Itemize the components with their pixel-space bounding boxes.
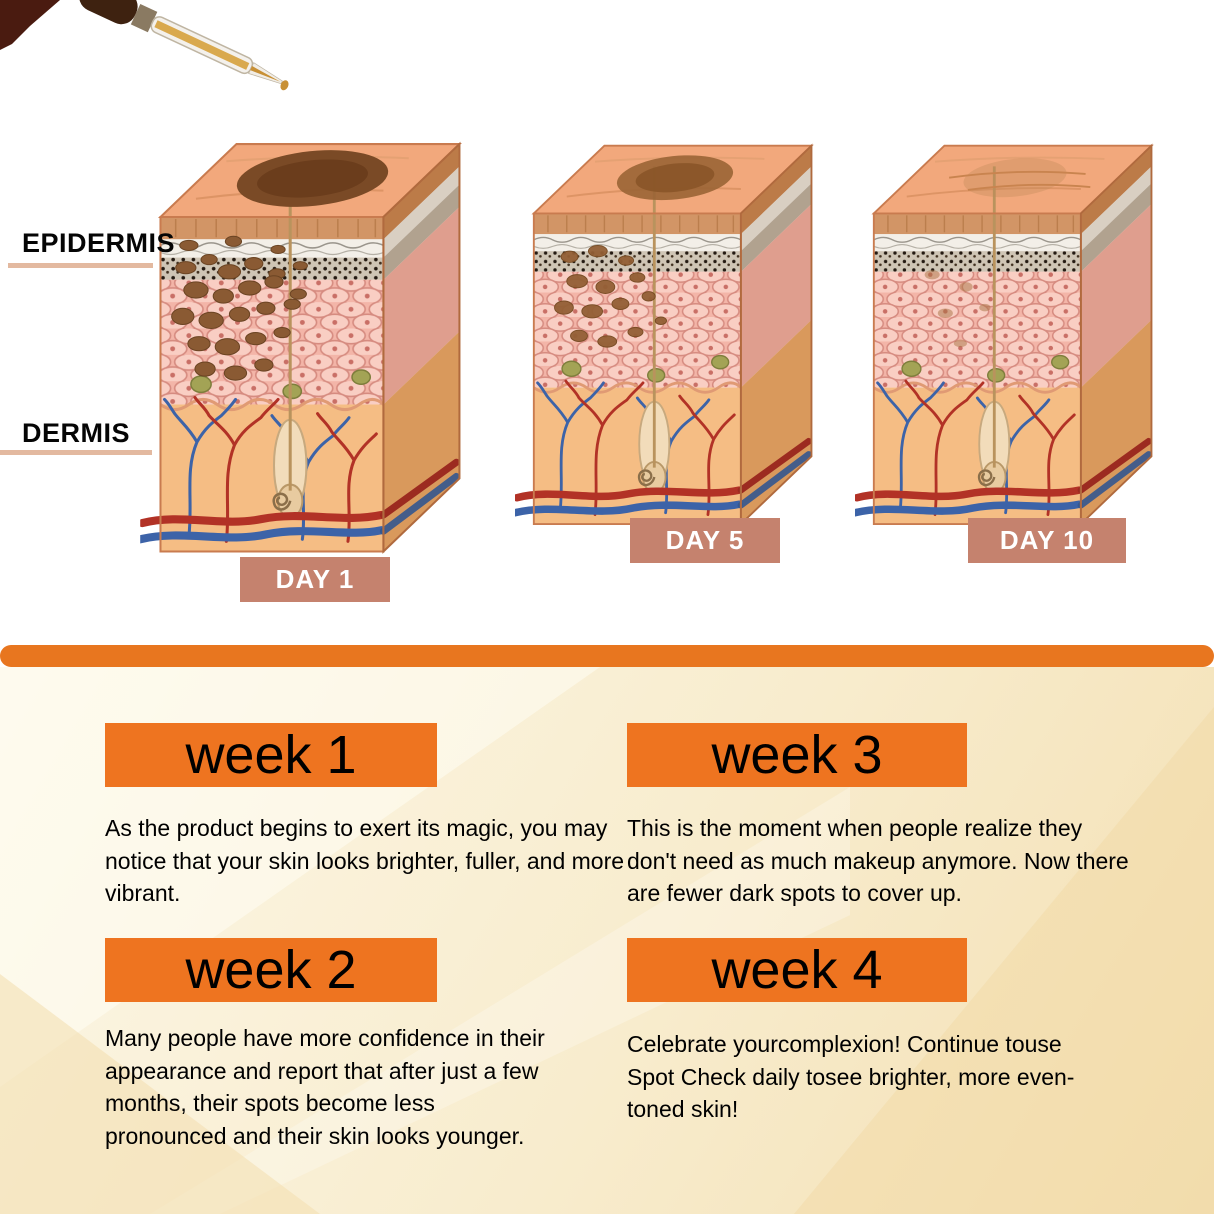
melanin-clusters-light <box>924 269 991 348</box>
melanin-clusters-moderate <box>554 245 667 348</box>
epidermis-pointer-line <box>8 263 153 268</box>
week-2-label: week 2 <box>185 940 357 1000</box>
day-10-badge: DAY 10 <box>968 518 1126 563</box>
week-4-text: Celebrate yourcomplexion! Continue touse… <box>627 1031 1075 1123</box>
dermis-pointer-line <box>0 450 152 455</box>
orange-divider-bar <box>0 645 1214 667</box>
week-3-header: week 3 <box>627 723 967 787</box>
week-1-label: week 1 <box>185 725 357 785</box>
week-4-header: week 4 <box>627 938 967 1002</box>
skin-surface-wrinkles <box>948 170 1091 191</box>
week-1-header: week 1 <box>105 723 437 787</box>
day-5-badge: DAY 5 <box>630 518 780 563</box>
week-3-label: week 3 <box>711 725 883 785</box>
skin-diagram-day-10 <box>855 72 1175 562</box>
day-1-badge: DAY 1 <box>240 557 390 602</box>
skin-diagram-day-5 <box>515 72 835 562</box>
dark-spot-medium <box>616 155 734 201</box>
week-4-label: week 4 <box>711 940 883 1000</box>
week-3-text: This is the moment when people realize t… <box>627 815 1129 907</box>
skin-diagram-day-1 <box>140 65 485 592</box>
epidermis-label: EPIDERMIS <box>22 228 176 258</box>
dermis-label: DERMIS <box>22 418 131 448</box>
weekly-timeline-panel: week 1 As the product begins to exert it… <box>0 667 1214 1214</box>
week-2-text: Many people have more confidence in thei… <box>105 1025 545 1149</box>
melanin-clusters-heavy <box>171 235 308 381</box>
week-2-header: week 2 <box>105 938 437 1002</box>
week-1-text: As the product begins to exert its magic… <box>105 815 625 907</box>
dark-spot-large <box>236 150 389 207</box>
